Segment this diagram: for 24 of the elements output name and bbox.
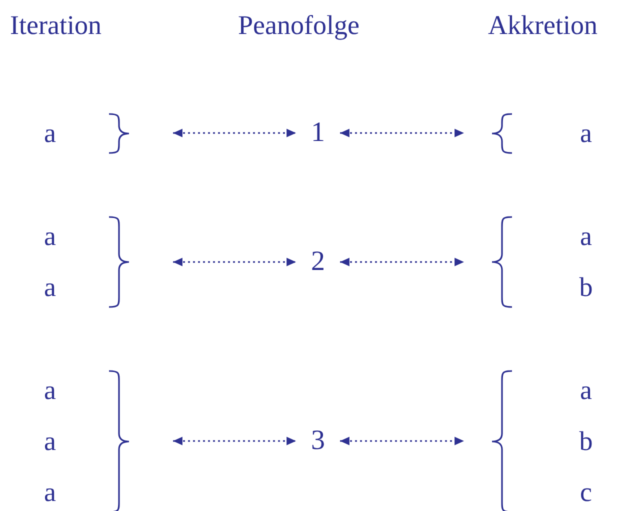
letter-text: a (44, 116, 56, 150)
column-heading: Iteration (10, 12, 102, 39)
dotted-double-arrow (340, 436, 464, 446)
letter-text: a (580, 374, 592, 406)
dotted-double-arrow (173, 128, 296, 138)
letter-text: c (580, 476, 592, 508)
dotted-double-arrow (340, 258, 464, 266)
number-label: 1 (296, 113, 340, 153)
column-heading: Peanofolge (238, 12, 360, 39)
letter-text: a (44, 476, 56, 508)
letter-text: a (44, 424, 56, 458)
dotted-double-arrow (173, 258, 296, 266)
column-heading: Akkretion (488, 12, 598, 39)
number-label: 3 (296, 421, 340, 461)
letter-text: a (44, 374, 56, 406)
letter-text: b (579, 271, 593, 304)
dotted-double-arrow (173, 436, 296, 446)
letter-text: a (44, 220, 56, 253)
letter-text: a (580, 220, 592, 253)
letter-text: a (44, 271, 56, 304)
letter-text: a (580, 116, 592, 150)
dotted-double-arrow (340, 128, 464, 138)
number-label: 2 (296, 242, 340, 282)
letter-text: b (579, 424, 593, 458)
